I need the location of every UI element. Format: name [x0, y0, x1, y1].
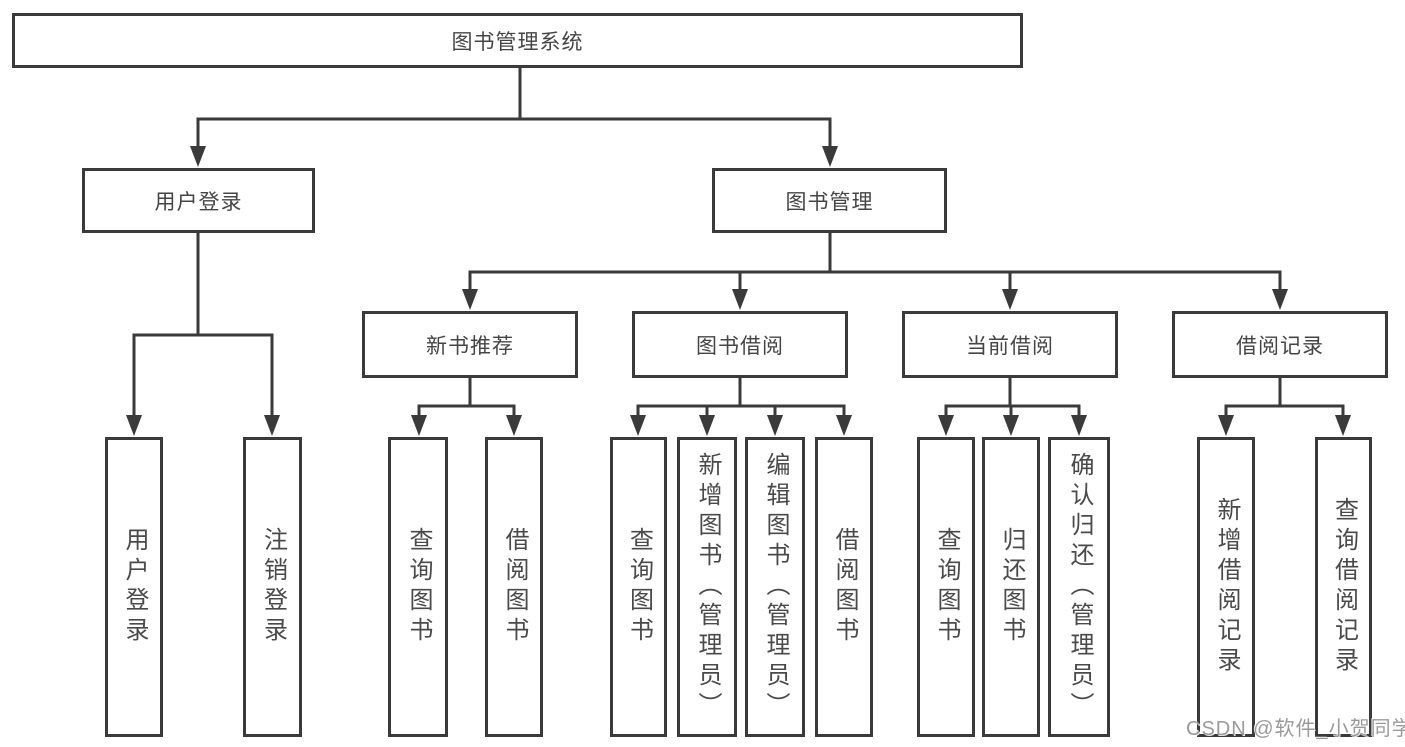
node-borrow-records: 借阅记录	[1172, 311, 1388, 378]
leaf-label: 借阅图书	[831, 527, 858, 647]
leaf-query-books-borrow: 查询图书	[610, 437, 667, 737]
leaf-add-books-admin: 新增图书（管理员）	[677, 437, 737, 737]
csdn-watermark: CSDN @软件_小贺同学	[1186, 718, 1405, 740]
leaf-label: 借阅图书	[501, 527, 528, 647]
leaf-label: 用户登录	[121, 527, 148, 647]
leaf-label: 查询图书	[625, 527, 653, 647]
leaf-label: 新增图书（管理员）	[694, 452, 721, 722]
node-user-login: 用户登录	[82, 168, 315, 233]
leaf-label: 查询图书	[405, 527, 432, 647]
leaf-label: 新增借阅记录	[1213, 497, 1240, 677]
leaf-query-books-newrec: 查询图书	[388, 437, 448, 737]
leaf-return-books: 归还图书	[982, 437, 1040, 737]
leaf-label: 查询图书	[933, 527, 960, 647]
leaf-label: 注销登录	[259, 527, 287, 647]
leaf-label: 归还图书	[998, 527, 1025, 647]
leaf-confirm-return-admin: 确认归还（管理员）	[1048, 437, 1110, 737]
leaf-add-borrow-record: 新增借阅记录	[1197, 437, 1255, 737]
leaf-query-books-current: 查询图书	[917, 437, 975, 737]
leaf-label: 查询借阅记录	[1330, 497, 1358, 677]
leaf-label: 确认归还（管理员）	[1066, 452, 1093, 722]
leaf-edit-books-admin: 编辑图书（管理员）	[745, 437, 805, 737]
leaf-label: 编辑图书（管理员）	[762, 452, 789, 722]
node-book-mgmt: 图书管理	[712, 168, 947, 233]
leaf-user-login: 用户登录	[105, 437, 163, 737]
leaf-borrow-books-borrow: 借阅图书	[815, 437, 873, 737]
node-current-borrow: 当前借阅	[902, 311, 1118, 378]
leaf-logout: 注销登录	[243, 437, 302, 737]
leaf-query-borrow-record: 查询借阅记录	[1315, 437, 1372, 737]
node-new-book-rec: 新书推荐	[362, 311, 578, 378]
node-root-title: 图书管理系统	[12, 13, 1023, 68]
arrowheads	[126, 146, 1351, 436]
node-book-borrow: 图书借阅	[632, 311, 848, 378]
leaf-borrow-books-newrec: 借阅图书	[485, 437, 543, 737]
